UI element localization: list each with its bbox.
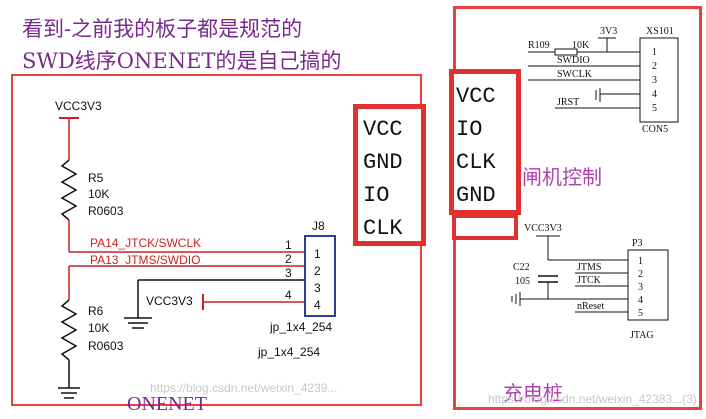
onenet-pinout-list: VCC GND IO CLK [363,113,403,245]
xs101-pin-3: 3 [652,75,657,86]
rt-power: 3V3 [600,26,617,37]
xs101-pin-4: 4 [652,89,657,100]
r6-ref: R6 [88,304,104,318]
ext-pin-1: 1 [285,238,292,252]
onenet-pin-io: IO [363,183,390,208]
xs101-pin-2: 2 [652,61,657,72]
r109-value: 10K [572,40,590,51]
onenet-pin-gnd: GND [363,150,403,175]
p3-pin-3: 3 [638,282,643,293]
rb-power: VCC3V3 [524,223,562,234]
xs101-pin-1: 1 [652,47,657,58]
rt-sig-swclk: SWCLK [557,69,593,80]
c22-value: 105 [515,276,530,287]
p3-name: JTAG [630,330,654,341]
p3-body [627,249,669,321]
c22-ref: C22 [513,262,530,273]
gate-pin-vcc: VCC [456,84,496,109]
gate-pinout-extra-box [452,214,518,240]
gate-pin-clk: CLK [456,150,496,175]
watermark-right: https://blog.csdn.net/weixin_42383...(3) [488,392,697,406]
rt-caption: 闸机控制 [522,166,602,189]
p3-ref: P3 [632,238,643,249]
annotation-line-1: 看到-之前我的板子都是规范的 [22,17,303,41]
r6-value: 10K [88,321,109,335]
j8-pin-2: 2 [314,264,321,278]
onenet-pin-vcc: VCC [363,117,403,142]
r5-ref: R5 [88,171,104,185]
onenet-caption: ONENET [127,393,207,415]
pin4-vcc-label: VCC3V3 [146,294,193,308]
gate-pinout-box [449,69,521,215]
j8-footprint: jp_1x4_254 [257,345,320,359]
p3-pin-5: 5 [638,308,643,319]
p3-pin-4: 4 [638,295,643,306]
onenet-pinout-box [353,104,426,246]
rb-sig-jtms: JTMS [577,262,601,273]
j8-pin-4: 4 [314,298,321,312]
rb-sig-jtck: JTCK [577,275,602,286]
annotation-line-2: SWD线序ONENET的是自己搞的 [22,49,342,73]
j8-ref: J8 [312,219,325,233]
p3-pin-1: 1 [638,256,643,267]
j8-name: jp_1x4_254 [269,320,332,334]
xs101-pin-5: 5 [652,103,657,114]
watermark-left: https://blog.csdn.net/weixin_4239... [150,381,338,395]
rt-connector-ref: XS101 [646,26,674,37]
ext-pin-4: 4 [285,288,292,302]
j8-body [304,235,336,317]
onenet-pin-clk: CLK [363,216,403,241]
gate-pinout-list: VCC IO CLK GND [456,80,496,212]
r6-symbol [60,299,78,361]
xs101-name: CON5 [642,124,668,135]
net-swdio: PA13_JTMS/SWDIO [90,253,200,267]
r6-package: R0603 [88,339,124,353]
rt-sig-jrst: JRST [557,97,579,108]
vcc-label-top: VCC3V3 [55,99,102,113]
xs101-body [639,37,679,123]
r109-ref: R109 [528,40,550,51]
r5-symbol [60,159,78,221]
rt-sig-swdio: SWDIO [557,55,590,66]
rb-caption: 充电桩 [503,382,563,405]
p3-pin-2: 2 [638,269,643,280]
net-swclk: PA14_JTCK/SWCLK [90,236,201,250]
rb-sig-nreset: nReset [577,301,604,312]
r5-value: 10K [88,187,109,201]
r5-package: R0603 [88,204,124,218]
ext-pin-2: 2 [285,252,292,266]
j8-pin-3: 3 [314,281,321,295]
j8-pin-1: 1 [314,247,321,261]
gate-pin-io: IO [456,117,483,142]
gate-pin-gnd: GND [456,183,496,208]
ext-pin-3: 3 [285,266,292,280]
